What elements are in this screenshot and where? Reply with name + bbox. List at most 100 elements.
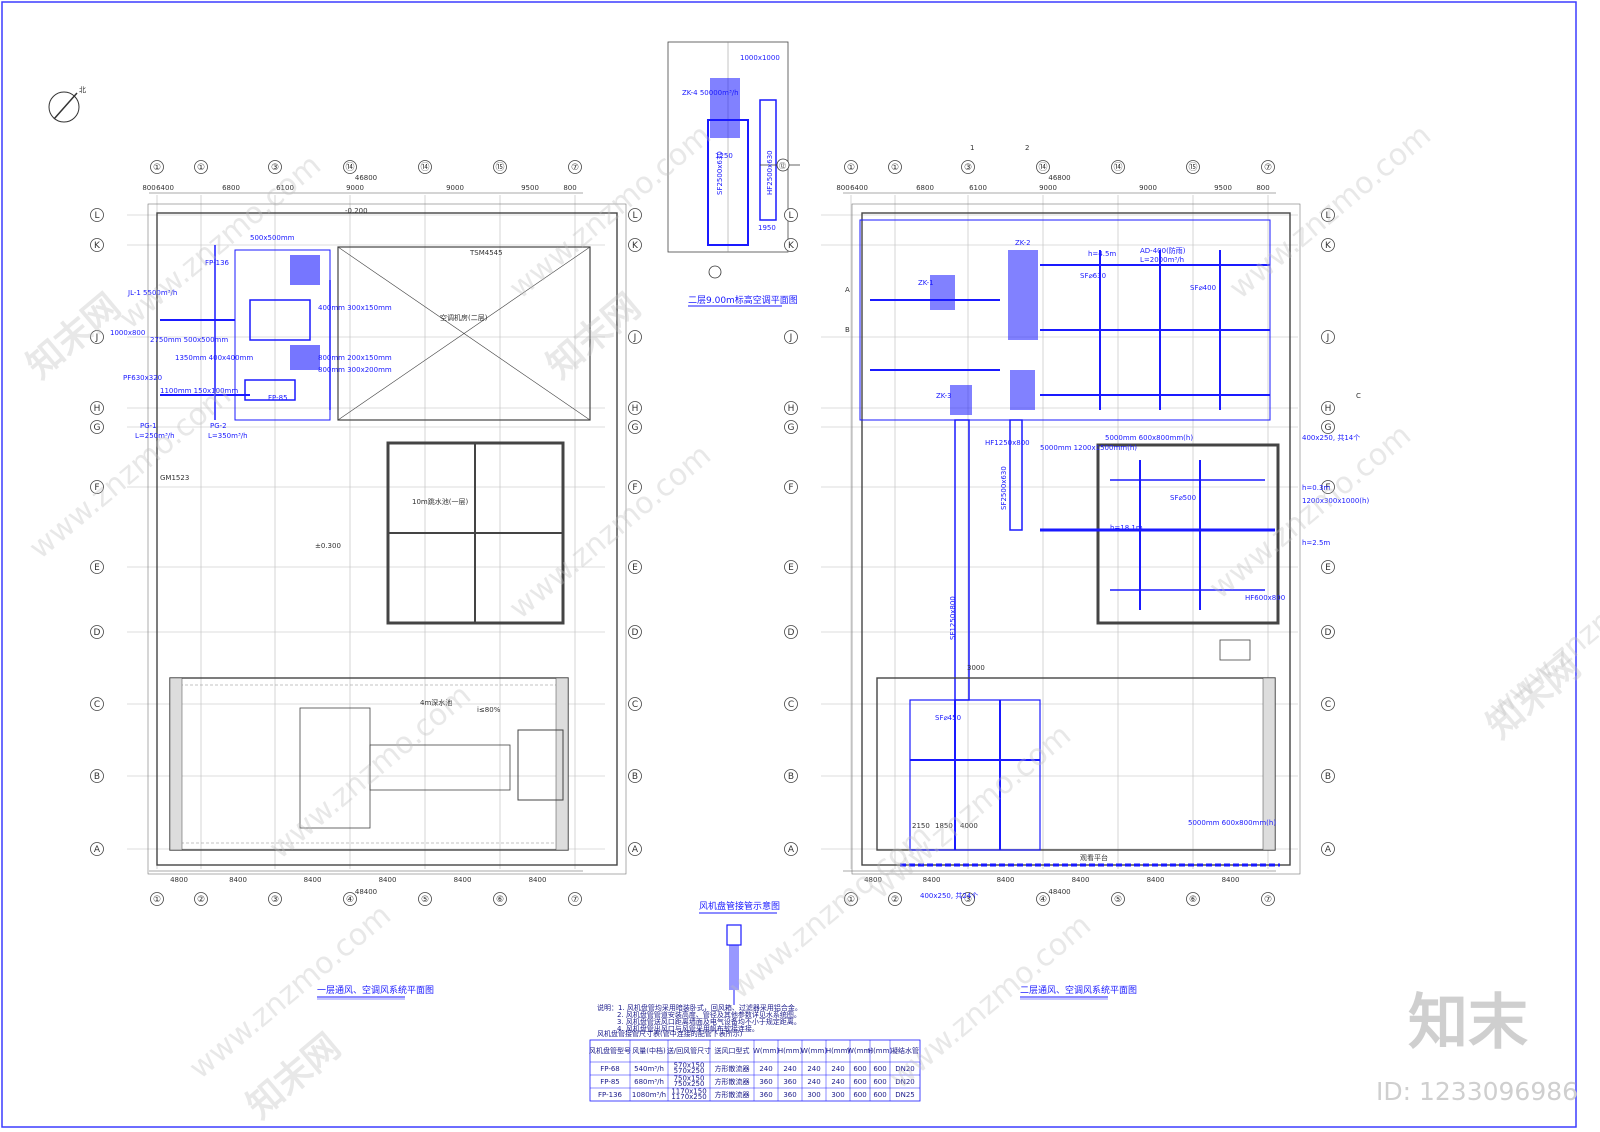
table-cell: 360: [783, 1091, 796, 1099]
left-row-axis-label: J: [633, 333, 637, 343]
mini-axis-label: ⑫: [779, 162, 786, 170]
north-arrow: 北: [48, 86, 86, 123]
left-col-bubble: [150, 160, 164, 174]
left-pf1-label: PF630x320: [123, 374, 162, 382]
right-dim1850: 1850: [935, 822, 953, 830]
left-top-dim: 9000: [446, 184, 464, 192]
table-cell: 360: [759, 1078, 772, 1086]
right-row-bubble: [1321, 401, 1335, 415]
left-col-bubble: [418, 892, 432, 906]
left-bottom-total: 48400: [355, 888, 377, 896]
table-cell: FP-85: [600, 1078, 620, 1086]
left-row-bubble: [628, 238, 642, 252]
left-row-axis-label: B: [94, 772, 100, 782]
left-row-axis-label: H: [632, 404, 639, 414]
left-col-axis-label: ⑭: [345, 162, 354, 173]
table-cell: 300: [807, 1091, 820, 1099]
left-bottom-dim: 8400: [379, 876, 397, 884]
right-row-axis-label: C: [1325, 700, 1331, 710]
watermark-text: www.znzmo.com: [23, 378, 238, 567]
left-jl1-label: JL-1 5500m³/h: [127, 289, 177, 297]
left-col-bubble: [493, 892, 507, 906]
table-cell: 方形散流器: [715, 1077, 750, 1086]
right-top-dim: 9500: [1214, 184, 1232, 192]
right-top-dim: 6400: [850, 184, 868, 192]
right-row-bubble: [1321, 769, 1335, 783]
right-sf450-label: SF⌀450: [935, 714, 961, 722]
right-row-axis-label: J: [789, 333, 793, 343]
left-row-bubble: [90, 769, 104, 783]
left-col-bubble: [493, 160, 507, 174]
left-row-bubble: [628, 480, 642, 494]
left-row-axis-label: G: [94, 423, 101, 433]
right-col-axis-label: ②: [891, 895, 899, 905]
left-bottom-dim: 8400: [454, 876, 472, 884]
left-top-dim: 800: [142, 184, 155, 192]
right-h1-label: h=2.5m: [1302, 539, 1330, 547]
right-row-bubble: [1321, 560, 1335, 574]
right-d6-label: 5000mm 600x800mm(h): [1188, 819, 1276, 827]
right-col-bubble: [961, 160, 975, 174]
left-row-axis-label: L: [632, 211, 637, 221]
left-top-dim: 6100: [276, 184, 294, 192]
left-size2-label: 500x500mm: [250, 234, 295, 242]
left-row-axis-label: F: [632, 483, 637, 493]
watermark-text: www.znzmo.com: [503, 438, 718, 627]
left-col-axis-label: ⑦: [571, 163, 579, 173]
table-cell: 360: [783, 1078, 796, 1086]
right-dim2150: 2150: [912, 822, 930, 830]
right-col-bubble: [1261, 160, 1275, 174]
right-row-axis-label: G: [1325, 423, 1332, 433]
right-col-axis-label: ⑤: [1114, 895, 1122, 905]
right-row-axis-label: D: [1325, 628, 1332, 638]
left-row-axis-label: B: [632, 772, 638, 782]
left-row-bubble: [628, 625, 642, 639]
left-flow1-label: L=250m³/h: [135, 432, 175, 440]
right-hvac-middle: [1040, 460, 1275, 610]
right-secA: A: [845, 286, 850, 294]
table-cell: DN20: [895, 1065, 915, 1073]
right-zk1-label: ZK-1: [918, 279, 934, 287]
mini-plan-9m: ⑫ ZK-4 50000m³/h SF2500x630 HF2500x630 1…: [667, 41, 800, 307]
left-col-bubble: [268, 160, 282, 174]
left-elev-label: -0.200: [345, 207, 368, 215]
left-row-bubble: [90, 842, 104, 856]
table-cell: 750x150: [674, 1075, 705, 1083]
north-label: 北: [79, 86, 86, 94]
right-row-axis-label: G: [788, 423, 795, 433]
right-row-bubble: [784, 208, 798, 222]
right-col-axis-label: ④: [1039, 895, 1047, 905]
left-big-room-label: 空调机房(二层): [440, 313, 488, 322]
left-row-axis-label: F: [94, 483, 99, 493]
right-col-axis-label: ①: [891, 163, 899, 173]
mini-sf-label: SF2500x630: [716, 151, 724, 195]
left-row-bubble: [90, 480, 104, 494]
left-col-axis-label: ④: [346, 895, 354, 905]
right-bottom-dim: 8400: [923, 876, 941, 884]
right-dim3000: 3000: [967, 664, 985, 672]
right-stand-label: 观看平台: [1080, 853, 1108, 862]
fan-coil-note: 4. 风机盘管出风口与风管采用帆布软接连接。: [617, 1024, 759, 1033]
image-id-text: ID: 1233096986: [1376, 1077, 1578, 1106]
right-row-bubble: [784, 420, 798, 434]
table-cell: 600: [853, 1091, 866, 1099]
left-pg1-label: PG-1: [140, 422, 157, 430]
left-row-axis-label: H: [94, 404, 101, 414]
fan-coil-note: 2. 风机盘管管道安装高度、管径及其他参数详见水系统图。: [617, 1010, 801, 1019]
left-building-outline: [156, 212, 618, 866]
left-row-axis-label: A: [632, 845, 639, 855]
table-cell: 240: [807, 1065, 820, 1073]
table-header-cell: W(mm): [847, 1047, 873, 1055]
right-top-total: 46800: [1048, 174, 1070, 182]
left-col-bubble: [343, 892, 357, 906]
table-header-cell: H(mm): [868, 1047, 893, 1055]
right-col-axis-label: ⑥: [1189, 895, 1197, 905]
left-row-bubble: [628, 697, 642, 711]
right-row-axis-label: H: [1325, 404, 1332, 414]
left-col-bubble: [568, 160, 582, 174]
right-col-bubble: [1111, 892, 1125, 906]
left-size3-label: 1000x800: [110, 329, 145, 337]
left-row-axis-label: E: [632, 563, 638, 573]
